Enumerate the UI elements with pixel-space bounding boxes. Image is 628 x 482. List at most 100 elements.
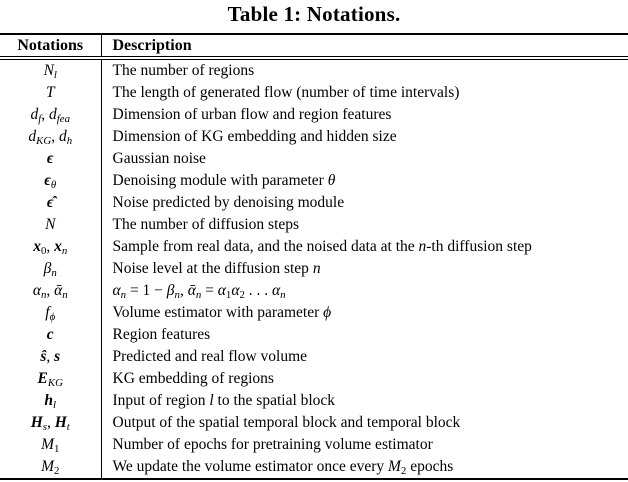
text-segment: , bbox=[46, 348, 55, 365]
description-cell: Volume estimator with parameter ϕ bbox=[101, 302, 628, 324]
description-cell: The length of generated flow (number of … bbox=[101, 82, 628, 104]
text-segment: ϕ bbox=[323, 304, 332, 321]
math-subscript: n bbox=[280, 289, 286, 302]
text-segment: N bbox=[43, 62, 54, 79]
notation-cell: c bbox=[0, 324, 102, 346]
math-subscript: 2 bbox=[54, 465, 60, 478]
text-segment: Number of epochs for pretraining volume … bbox=[112, 436, 433, 453]
text-segment: = 1 − bbox=[126, 282, 167, 299]
table-row: ϵ Gaussian noise bbox=[0, 148, 628, 170]
math-subscript: t bbox=[66, 421, 70, 434]
description-cell: Output of the spatial temporal block and… bbox=[101, 412, 628, 434]
notation-cell: hl bbox=[0, 390, 102, 412]
text-segment: The number of regions bbox=[112, 62, 255, 79]
text-segment: θ bbox=[327, 172, 336, 189]
notation-cell: ϵ̂ bbox=[0, 192, 102, 214]
text-segment: β bbox=[166, 282, 175, 299]
notation-cell: fϕ bbox=[0, 302, 102, 324]
text-segment: M bbox=[41, 436, 54, 453]
text-segment: Predicted and real flow volume bbox=[112, 348, 308, 365]
text-segment: ᾱ bbox=[187, 282, 196, 299]
description-cell: αn = 1 − βn, ᾱn = α1α2 . . . αn bbox=[101, 280, 628, 302]
math-subscript: 1 bbox=[225, 289, 232, 302]
text-segment: Sample from real data, and the noised da… bbox=[112, 238, 419, 255]
text-segment: Dimension of urban flow and region featu… bbox=[112, 106, 392, 123]
math-subscript: n bbox=[62, 289, 68, 302]
column-header-description: Description bbox=[101, 34, 628, 60]
text-segment: Noise predicted by denoising module bbox=[112, 194, 345, 211]
text-segment: . . . bbox=[244, 282, 273, 299]
text-segment: d bbox=[49, 106, 57, 123]
text-segment: n bbox=[312, 260, 321, 277]
text-segment: , bbox=[46, 238, 55, 255]
text-segment: H bbox=[54, 414, 67, 431]
table-row: c Region features bbox=[0, 324, 628, 346]
text-segment: ϵ bbox=[46, 150, 54, 167]
description-cell: We update the volume estimator once ever… bbox=[101, 456, 628, 479]
notation-cell: ϵθ bbox=[0, 170, 102, 192]
math-subscript: KG bbox=[47, 377, 63, 390]
table-row: dKG, dh Dimension of KG embedding and hid… bbox=[0, 126, 628, 148]
text-segment: d bbox=[58, 128, 67, 145]
table-row: N The number of diffusion steps bbox=[0, 214, 628, 236]
text-segment: M bbox=[388, 458, 401, 475]
math-subscript: fea bbox=[56, 113, 70, 126]
description-cell: The number of diffusion steps bbox=[101, 214, 628, 236]
text-segment: d bbox=[30, 106, 39, 123]
description-cell: Dimension of KG embedding and hidden siz… bbox=[101, 126, 628, 148]
text-segment: ŝ bbox=[40, 348, 47, 365]
text-segment: d bbox=[28, 128, 37, 145]
text-segment: α bbox=[112, 282, 121, 299]
table-row: Hs, Ht Output of the spatial temporal blo… bbox=[0, 412, 628, 434]
math-subscript: 2 bbox=[239, 289, 245, 302]
text-segment: H bbox=[30, 414, 43, 431]
text-segment: α bbox=[231, 282, 240, 299]
text-segment: α bbox=[32, 282, 41, 299]
column-header-notations: Notations bbox=[0, 34, 102, 60]
math-subscript: h bbox=[66, 135, 73, 148]
text-segment: The number of diffusion steps bbox=[112, 216, 300, 233]
text-segment: l bbox=[209, 392, 214, 409]
math-subscript: 2 bbox=[400, 465, 407, 478]
text-segment: , bbox=[179, 282, 188, 299]
description-cell: KG embedding of regions bbox=[101, 368, 628, 390]
text-segment: ϵ̂ bbox=[46, 194, 54, 211]
description-cell: Gaussian noise bbox=[101, 148, 628, 170]
notation-cell: dKG, dh bbox=[0, 126, 102, 148]
table-row: ϵ̂ Noise predicted by denoising module bbox=[0, 192, 628, 214]
text-segment: N bbox=[45, 216, 56, 233]
math-subscript: n bbox=[51, 267, 57, 280]
notation-cell: df, dfea bbox=[0, 104, 102, 126]
text-segment: α bbox=[217, 282, 226, 299]
text-segment: x bbox=[33, 238, 41, 255]
text-segment: f bbox=[45, 304, 50, 321]
header-row: Notations Description bbox=[0, 34, 628, 60]
text-segment: c bbox=[46, 326, 54, 343]
text-segment: Dimension of KG embedding and hidden siz… bbox=[112, 128, 397, 145]
notation-cell: M2 bbox=[0, 456, 102, 479]
description-cell: Noise level at the diffusion step n bbox=[101, 258, 628, 280]
math-subscript: n bbox=[120, 289, 127, 302]
text-segment: The length of generated flow (number of … bbox=[112, 84, 460, 101]
notation-cell: ϵ bbox=[0, 148, 102, 170]
math-subscript: KG bbox=[36, 135, 52, 148]
text-segment: Volume estimator with parameter bbox=[112, 304, 324, 321]
notation-cell: Hs, Ht bbox=[0, 412, 102, 434]
math-subscript: f bbox=[38, 113, 42, 126]
text-segment: = bbox=[201, 282, 218, 299]
text-segment: Region features bbox=[112, 326, 211, 343]
math-subscript: l bbox=[53, 399, 57, 412]
text-segment: Output of the spatial temporal block and… bbox=[112, 414, 461, 431]
text-segment: Gaussian noise bbox=[112, 150, 206, 167]
description-cell: Input of region l to the spatial block bbox=[101, 390, 628, 412]
description-cell: Region features bbox=[101, 324, 628, 346]
text-segment: , bbox=[41, 106, 49, 123]
